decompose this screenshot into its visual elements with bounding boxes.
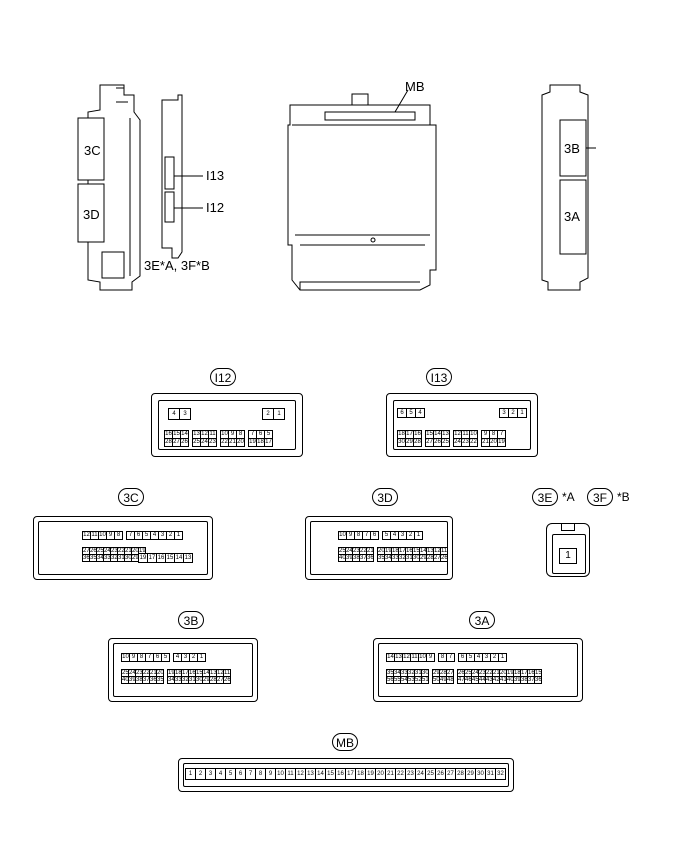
pin-36: 36 [534, 676, 542, 684]
label-3e-3f: 3E*A, 3F*B [144, 258, 210, 273]
left-side-view [77, 84, 141, 291]
pin-1: 1 [559, 548, 577, 564]
junction-block-illustrations [77, 84, 596, 291]
pin-1: 1 [498, 653, 507, 662]
pin-32: 32 [495, 768, 506, 780]
pin-17: 17 [264, 438, 273, 447]
pin-9: 9 [426, 653, 435, 662]
pin-6: 6 [370, 531, 379, 540]
connector-3e-3f: 1 [546, 523, 590, 577]
connector-id-3c: 3C [118, 488, 144, 506]
label-3a: 3A [564, 209, 580, 224]
pin-51: 51 [421, 676, 429, 684]
pin-28: 28 [413, 438, 422, 447]
connector-id-3f: 3F [587, 488, 613, 506]
pin-26: 26 [223, 676, 231, 684]
pin-1: 1 [517, 408, 527, 418]
pin-48: 48 [446, 676, 454, 684]
center-front-view [287, 89, 437, 291]
pin-4: 4 [415, 408, 425, 418]
pin-35: 35 [156, 676, 164, 684]
connector-id-3b: 3B [178, 611, 204, 629]
pin-5: 5 [161, 653, 170, 662]
pin-7: 7 [446, 653, 455, 662]
connector-id-mb: MB [332, 733, 358, 751]
label-i12: I12 [206, 200, 225, 215]
pin-1: 1 [197, 653, 206, 662]
pin-36: 36 [366, 554, 374, 562]
pin-23: 23 [208, 438, 217, 447]
connector-id-3e: 3E [532, 488, 558, 506]
pin-26: 26 [180, 438, 189, 447]
pin-26: 26 [440, 554, 448, 562]
connector-id-3d: 3D [372, 488, 398, 506]
pin-13: 13 [183, 553, 193, 563]
label-i13: I13 [206, 168, 225, 183]
connector-id-3a: 3A [469, 611, 495, 629]
label-3d: 3D [83, 207, 100, 222]
pin-20: 20 [236, 438, 245, 447]
connector-id-i13: I13 [426, 368, 452, 386]
label-3b: 3B [564, 141, 580, 156]
connector-id-i12: I12 [210, 368, 236, 386]
pin-1: 1 [273, 408, 285, 420]
right-side-view [541, 84, 596, 291]
pin-1: 1 [414, 531, 423, 540]
pin-8: 8 [114, 531, 123, 540]
pin-25: 25 [441, 438, 450, 447]
label-3c: 3C [84, 143, 101, 158]
pin-22: 22 [469, 438, 478, 447]
pin-1: 1 [174, 531, 183, 540]
board-view [161, 94, 203, 259]
suffix-b: *B [617, 490, 630, 504]
suffix-a: *A [562, 490, 575, 504]
pin-19: 19 [497, 438, 506, 447]
pin-3: 3 [179, 408, 191, 420]
label-mb: MB [405, 79, 425, 94]
